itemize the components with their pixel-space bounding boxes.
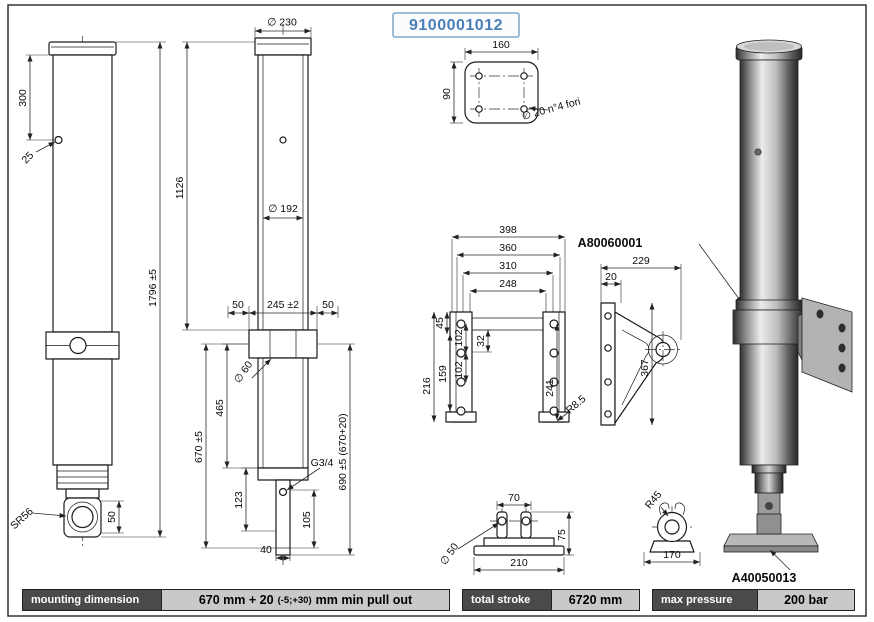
dim-367: 367: [639, 359, 651, 377]
dim-dia-60: ∅ 60: [232, 359, 256, 385]
foot-3d: [723, 533, 819, 547]
dim-dia-50: ∅ 50: [438, 541, 462, 567]
max-pressure-value: 200 bar: [758, 589, 855, 611]
footer-bar: mounting dimension 670 mm + 20 (-5;+30) …: [22, 589, 855, 611]
dim-dia-192: ∅ 192: [268, 203, 298, 215]
dim-70: 70: [508, 492, 520, 504]
mounting-value-tolerance: (-5;+30): [277, 594, 312, 606]
dim-210: 210: [510, 557, 528, 569]
dim-398: 398: [499, 224, 517, 236]
cylinder-section-view: ∅ 230 ∅ 192 1126 50 245 ±2 50: [174, 17, 355, 565]
dim-248: 248: [499, 278, 517, 290]
dim-690: 690 ±5 (670+20): [337, 413, 349, 490]
dim-159: 159: [437, 365, 449, 383]
total-stroke-value: 6720 mm: [552, 589, 640, 611]
dim-sr56: SR56: [8, 505, 36, 532]
dim-20: 20: [605, 271, 617, 283]
mounting-plate-view: 160 90 ∅ 20 n°4 fori: [441, 39, 582, 124]
dim-32: 32: [475, 335, 487, 347]
dim-360: 360: [499, 242, 517, 254]
dim-229: 229: [632, 255, 650, 267]
dim-75: 75: [556, 529, 568, 541]
bracket-side-view: 229 20 367 A80060001: [578, 236, 743, 426]
mounting-dimension-label: mounting dimension: [22, 589, 162, 611]
cylinder-3d-render: A40050013: [723, 39, 853, 585]
collar-3d: [732, 309, 806, 345]
footer-gap: [450, 589, 462, 611]
dim-105: 105: [301, 511, 313, 529]
dim-102-lower: 102: [453, 361, 465, 379]
dim-50-eye: 50: [106, 511, 118, 523]
dim-40: 40: [260, 544, 272, 556]
dim-670: 670 ±5: [193, 431, 205, 463]
mounting-dimension-value: 670 mm + 20 (-5;+30) mm min pull out: [162, 589, 450, 611]
dim-45: 45: [434, 317, 446, 329]
mounting-value-suffix: mm min pull out: [315, 593, 413, 607]
sheet-border: [7, 4, 867, 617]
dim-465: 465: [214, 399, 226, 417]
dim-300: 300: [17, 89, 29, 107]
dim-1796: 1796 ±5: [147, 269, 159, 307]
port-label: G3/4: [311, 457, 334, 469]
cylinder-side-view: 300 25 1796 ±5 50 SR56: [8, 36, 166, 546]
bracket-part-label: A80060001: [578, 236, 643, 250]
bracket-front-view: 398 360 310 248 45 102 32 102 159: [421, 224, 589, 423]
dim-245: 245 ±2: [267, 299, 299, 311]
dim-90: 90: [441, 88, 453, 100]
dim-50-left: 50: [232, 299, 244, 311]
footer-gap: [640, 589, 652, 611]
max-pressure-label: max pressure: [652, 589, 758, 611]
mounting-value-main: 670 mm + 20: [198, 593, 274, 607]
dim-170: 170: [663, 549, 681, 561]
part-number: 9100001012: [409, 17, 503, 34]
dim-25: 25: [20, 149, 37, 166]
foot-bracket-view: 70 ∅ 50 75 210: [438, 492, 574, 575]
dim-216: 216: [421, 377, 433, 395]
clevis-end-view: R45 170: [643, 489, 701, 566]
dim-50-right: 50: [322, 299, 334, 311]
dim-dia-230: ∅ 230: [267, 17, 297, 29]
dim-1126: 1126: [174, 177, 186, 200]
dim-r8-5: R8.5: [564, 393, 589, 417]
dim-160: 160: [492, 39, 510, 51]
part-number-box: 9100001012: [392, 12, 520, 38]
dim-241: 241: [544, 379, 556, 397]
dim-123: 123: [233, 491, 245, 509]
total-stroke-label: total stroke: [462, 589, 552, 611]
dim-310: 310: [499, 260, 517, 272]
foot-part-label: A40050013: [732, 571, 797, 585]
grease-nipple-3d: [754, 148, 762, 156]
dim-102-upper: 102: [453, 329, 465, 347]
